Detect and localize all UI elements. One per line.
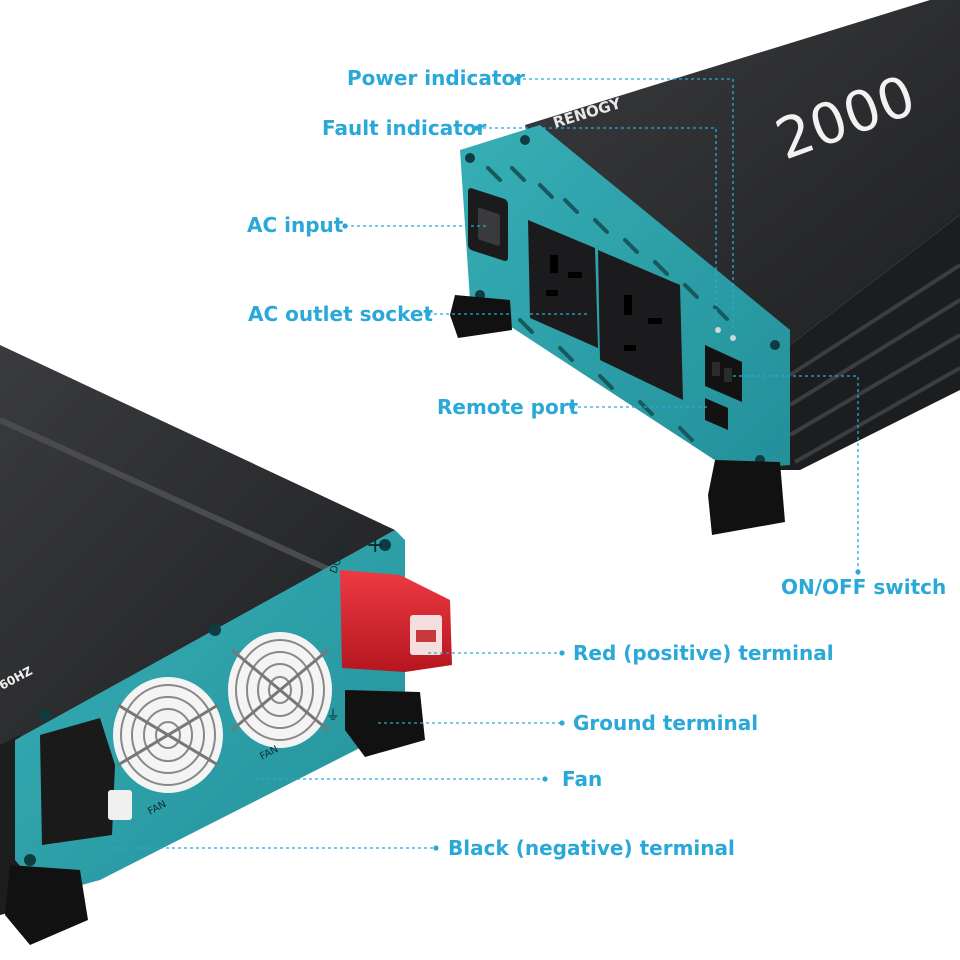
- black-negative-terminal: [40, 718, 132, 845]
- inverter-rear-view: RENOGY 2000: [450, 0, 960, 535]
- label-ac-input: AC input: [247, 213, 344, 237]
- red-positive-terminal: [340, 570, 452, 672]
- remote-port[interactable]: [705, 398, 728, 430]
- inverter-side-fins: [780, 215, 960, 470]
- label-ground-terminal: Ground terminal: [573, 711, 759, 735]
- label-black-terminal: Black (negative) terminal: [448, 836, 735, 860]
- ac-outlet-socket-2[interactable]: [598, 250, 683, 400]
- plus-symbol: +: [366, 533, 384, 558]
- inverter-front-view: DC12V + FAN FAN 60HZ ⏚: [0, 345, 452, 945]
- label-remote-port: Remote port: [437, 395, 579, 419]
- leader-lines: [112, 78, 859, 849]
- label-fan: Fan: [562, 767, 603, 791]
- label-power-indicator: Power indicator: [347, 66, 526, 90]
- on-off-switch[interactable]: [705, 345, 742, 402]
- fan-2: [228, 632, 332, 748]
- label-on-off-switch: ON/OFF switch: [781, 575, 947, 599]
- fault-indicator-led: [715, 327, 721, 333]
- ground-symbol: ⏚: [326, 708, 340, 724]
- power-indicator-led: [730, 335, 736, 341]
- label-red-terminal: Red (positive) terminal: [573, 641, 834, 665]
- fan-1: [113, 677, 223, 793]
- ac-outlet-socket-1[interactable]: [528, 220, 598, 348]
- label-ac-outlet-socket: AC outlet socket: [248, 302, 433, 326]
- inverter-foot: [708, 460, 785, 535]
- inverter-foot: [5, 865, 88, 945]
- leader-power-indicator: [517, 78, 734, 330]
- leader-dots: [342, 76, 861, 851]
- leader-fault-indicator: [477, 127, 717, 322]
- inverter-top-surface: [0, 345, 395, 745]
- inverter-foot: [450, 295, 512, 338]
- inverter-top-surface: [525, 0, 960, 345]
- label-fault-indicator: Fault indicator: [322, 116, 487, 140]
